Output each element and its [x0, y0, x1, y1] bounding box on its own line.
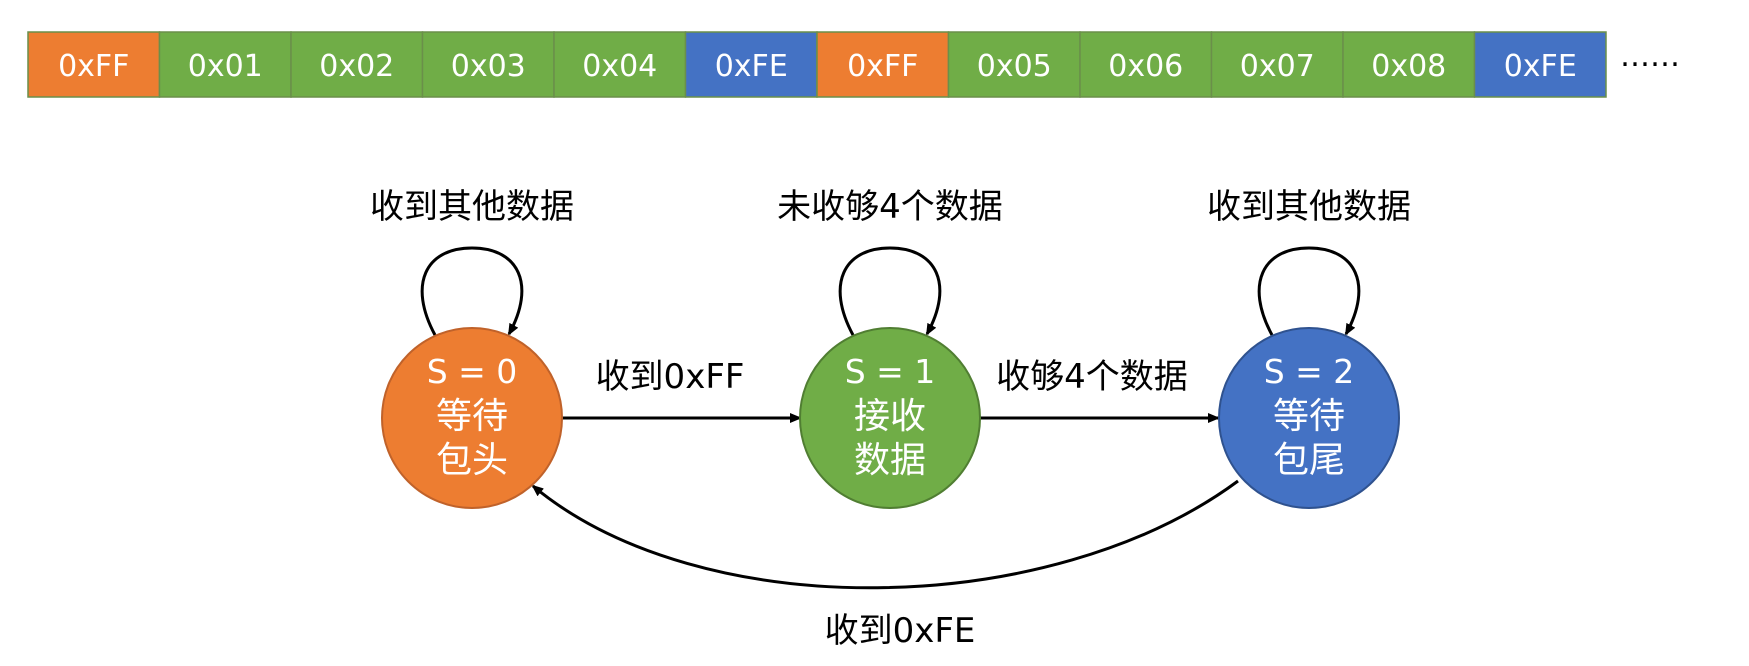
state-s0-line3: 包头: [436, 440, 508, 481]
byte-cell: [1473, 31, 1607, 98]
byte-cell: [947, 31, 1081, 98]
state-s0: S = 0 等待 包头: [381, 327, 563, 509]
self-loop-arrow-s2: [1257, 246, 1361, 336]
state-s1: S = 1 接收 数据: [799, 327, 981, 509]
byte-cell-value: 0x01: [188, 49, 263, 84]
byte-cell-value: 0x04: [582, 49, 657, 84]
byte-stream: 0xFF 0x01 0x02 0x03 0x04 0xFE 0xFF 0x05 0x06 0x07…: [27, 31, 1680, 98]
self-loop-label-s0: 收到其他数据: [370, 187, 574, 227]
transition-label-s2-s0: 收到0xFE: [825, 611, 976, 651]
byte-cell-value: 0x07: [1240, 49, 1315, 84]
transition-arrow-s2-s0: [531, 479, 1239, 590]
self-loop-arrow-s0: [420, 246, 524, 336]
state-s0-id: S = 0: [427, 352, 518, 391]
self-loop-label-s2: 收到其他数据: [1207, 187, 1411, 227]
self-loops: [420, 246, 1361, 336]
state-s0-line2: 等待: [436, 396, 508, 437]
state-circle-s2: [1218, 327, 1400, 509]
state-circle-s0: [381, 327, 563, 509]
stream-ellipsis: ……: [1620, 39, 1680, 74]
byte-cell: [290, 31, 424, 98]
byte-cell-value: 0xFF: [58, 49, 129, 84]
state-s1-id: S = 1: [845, 352, 936, 391]
state-s2-id: S = 2: [1264, 352, 1355, 391]
byte-cell-value: 0x06: [1108, 49, 1183, 84]
labels: 收到其他数据 未收够4个数据 收到其他数据 收到0xFF 收够4个数据 收到0x…: [370, 187, 1411, 651]
state-s1-line3: 数据: [854, 440, 926, 481]
byte-cell-value: 0x02: [319, 49, 394, 84]
byte-cell-value: 0xFF: [847, 49, 918, 84]
self-loop-label-s1: 未收够4个数据: [777, 187, 1003, 227]
byte-cell-value: 0x05: [977, 49, 1052, 84]
byte-cell: [1210, 31, 1344, 98]
byte-cell: [1079, 31, 1213, 98]
byte-cell: [158, 31, 292, 98]
state-s1-line2: 接收: [854, 396, 926, 437]
byte-cell-value: 0x08: [1371, 49, 1446, 84]
state-circle-s1: [799, 327, 981, 509]
state-s2-line3: 包尾: [1273, 440, 1345, 481]
byte-cell: [684, 31, 818, 98]
transition-label-s0-s1: 收到0xFF: [596, 357, 745, 397]
byte-cell-value: 0xFE: [1504, 49, 1577, 84]
self-loop-arrow-s1: [838, 246, 942, 336]
byte-cell-value: 0xFE: [715, 49, 788, 84]
byte-cell: [816, 31, 950, 98]
byte-cell-value: 0x03: [451, 49, 526, 84]
transition-label-s1-s2: 收够4个数据: [996, 357, 1188, 397]
byte-cells: 0xFF 0x01 0x02 0x03 0x04 0xFE 0xFF 0x05 0x06 0x07…: [27, 31, 1607, 98]
state-s2-line2: 等待: [1273, 396, 1345, 437]
state-s2: S = 2 等待 包尾: [1218, 327, 1400, 509]
transitions: [531, 413, 1239, 590]
byte-cell: [27, 31, 161, 98]
byte-cell: [553, 31, 687, 98]
